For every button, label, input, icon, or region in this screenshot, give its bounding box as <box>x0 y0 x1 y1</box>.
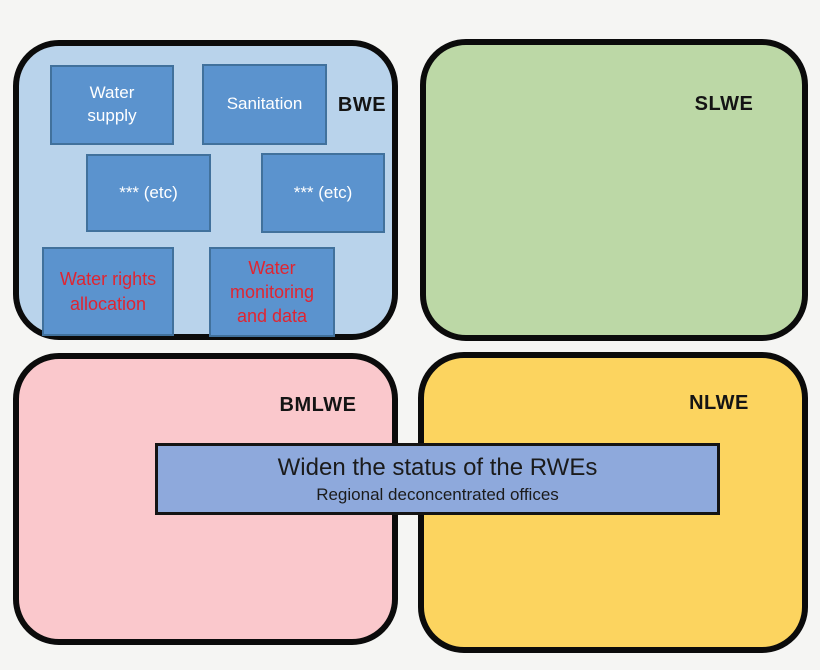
banner-subtitle: Regional deconcentrated offices <box>316 485 559 504</box>
box-water-rights-allocation: Water rights allocation <box>42 247 174 336</box>
banner-title: Widen the status of the RWEs <box>277 454 598 481</box>
box-water-supply: Water supply <box>50 65 174 145</box>
rwe-status-banner: Widen the status of the RWEs Regional de… <box>155 443 720 515</box>
box-water-monitoring-and-data: Water monitoring and data <box>209 247 335 337</box>
quadrant-bwe-label: BWE <box>337 94 387 116</box>
quadrant-slwe: SLWE <box>420 39 808 341</box>
box-sanitation: Sanitation <box>202 64 327 145</box>
box-etc-2: *** (etc) <box>261 153 385 233</box>
quadrant-nlwe-label: NLWE <box>689 392 749 414</box>
quadrant-slwe-label: SLWE <box>694 93 754 115</box>
quadrant-bmlwe-label: BMLWE <box>279 394 357 416</box>
quadrant-bwe: BWE Water supply Sanitation *** (etc) **… <box>13 40 398 340</box>
box-etc-1: *** (etc) <box>86 154 211 232</box>
